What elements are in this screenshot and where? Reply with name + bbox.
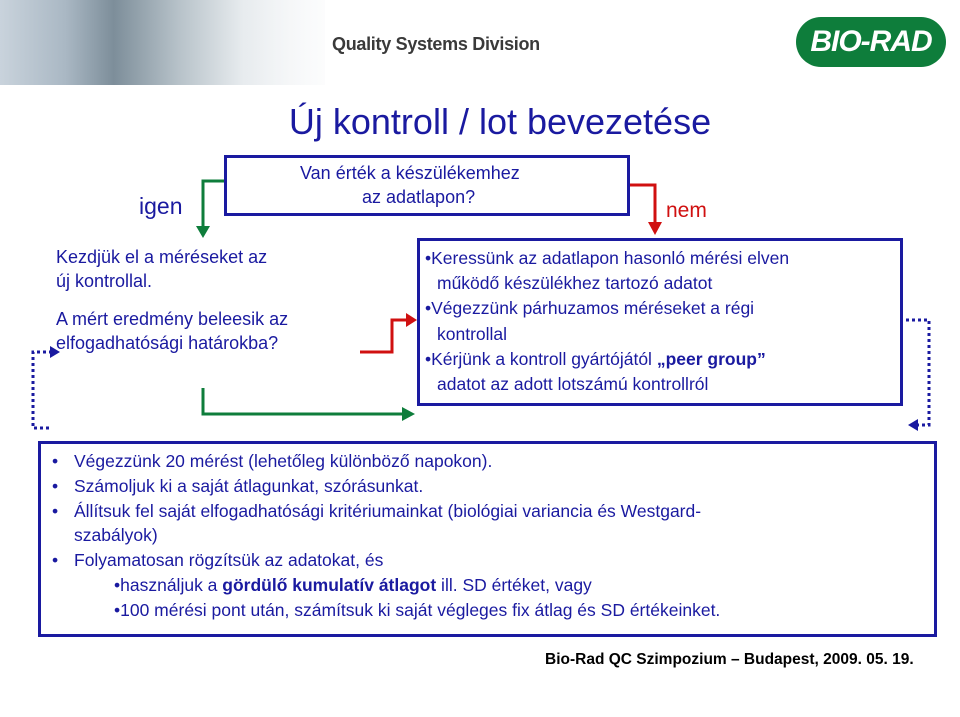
yes-branch-line: A mért eredmény beleesik az	[56, 307, 288, 331]
footer-text: Bio-Rad QC Szimpozium – Budapest, 2009. …	[545, 651, 914, 669]
no-branch-item-cont: működő készülékhez tartozó adatot	[425, 271, 789, 296]
dotted-loop-left	[33, 352, 52, 428]
procedure-text: Végezzünk 20 mérést (lehetőleg különböző…	[74, 451, 492, 471]
no-connector	[630, 185, 655, 224]
no-connector-left	[360, 320, 410, 352]
bullet: •	[52, 474, 58, 499]
no-label: nem	[666, 199, 707, 223]
procedure-item: • Folyamatosan rögzítsük az adatokat, és	[52, 548, 720, 573]
subitem-text: •használjuk a	[114, 575, 222, 595]
no-left-arrowhead	[406, 313, 417, 327]
procedure-subitem: •használjuk a gördülő kumulatív átlagot …	[52, 573, 720, 598]
dotted-right-arrowhead	[908, 419, 918, 431]
yes-arrowhead	[196, 226, 210, 238]
procedure-text: Folyamatosan rögzítsük az adatokat, és	[74, 550, 383, 570]
rolling-average-emphasis: gördülő kumulatív átlagot	[222, 575, 436, 595]
yes-down-arrowhead	[402, 407, 415, 421]
bullet: •	[52, 499, 58, 524]
bullet: •	[52, 449, 58, 474]
no-branch-item-text: •Kérjünk a kontroll gyártójától	[425, 349, 657, 369]
procedure-text: Számoljuk ki a saját átlagunkat, szórásu…	[74, 476, 423, 496]
yes-connector-down	[203, 388, 405, 414]
procedure-item-cont: szabályok)	[52, 523, 720, 548]
yes-branch-line: elfogadhatósági határokba?	[56, 331, 288, 355]
question-line-2: az adatlapon?	[362, 187, 475, 208]
procedure-item: • Állítsuk fel saját elfogadhatósági krit…	[52, 499, 720, 524]
no-branch-item-cont: kontrollal	[425, 322, 789, 347]
yes-connector	[203, 181, 224, 228]
procedure-item: • Végezzünk 20 mérést (lehetőleg különböz…	[52, 449, 720, 474]
no-branch-item: •Keressünk az adatlapon hasonló mérési e…	[425, 246, 789, 271]
question-line-1: Van érték a készülékemhez	[300, 163, 520, 184]
yes-branch-line: Kezdjük el a méréseket az	[56, 245, 288, 269]
subitem-text: ill. SD értéket, vagy	[436, 575, 592, 595]
procedure-subitem: •100 mérési pont után, számítsuk ki sajá…	[52, 598, 720, 623]
yes-label: igen	[139, 193, 182, 220]
yes-branch-text: Kezdjük el a méréseket az új kontrollal.…	[56, 245, 288, 355]
no-arrowhead	[648, 222, 662, 235]
yes-branch-line: új kontrollal.	[56, 269, 288, 293]
procedure-text: Állítsuk fel saját elfogadhatósági krité…	[74, 501, 701, 521]
bullet: •	[52, 548, 58, 573]
no-branch-item: •Végezzünk párhuzamos méréseket a régi	[425, 296, 789, 321]
peer-group-emphasis: „peer group”	[657, 349, 766, 369]
procedure-list: • Végezzünk 20 mérést (lehetőleg különböz…	[52, 449, 720, 623]
procedure-item: • Számoljuk ki a saját átlagunkat, szórás…	[52, 474, 720, 499]
no-branch-list: •Keressünk az adatlapon hasonló mérési e…	[425, 246, 789, 397]
no-branch-item-cont: adatot az adott lotszámú kontrollról	[425, 372, 789, 397]
no-branch-item: •Kérjünk a kontroll gyártójától „peer gr…	[425, 347, 789, 372]
dotted-loop-right	[906, 320, 929, 425]
